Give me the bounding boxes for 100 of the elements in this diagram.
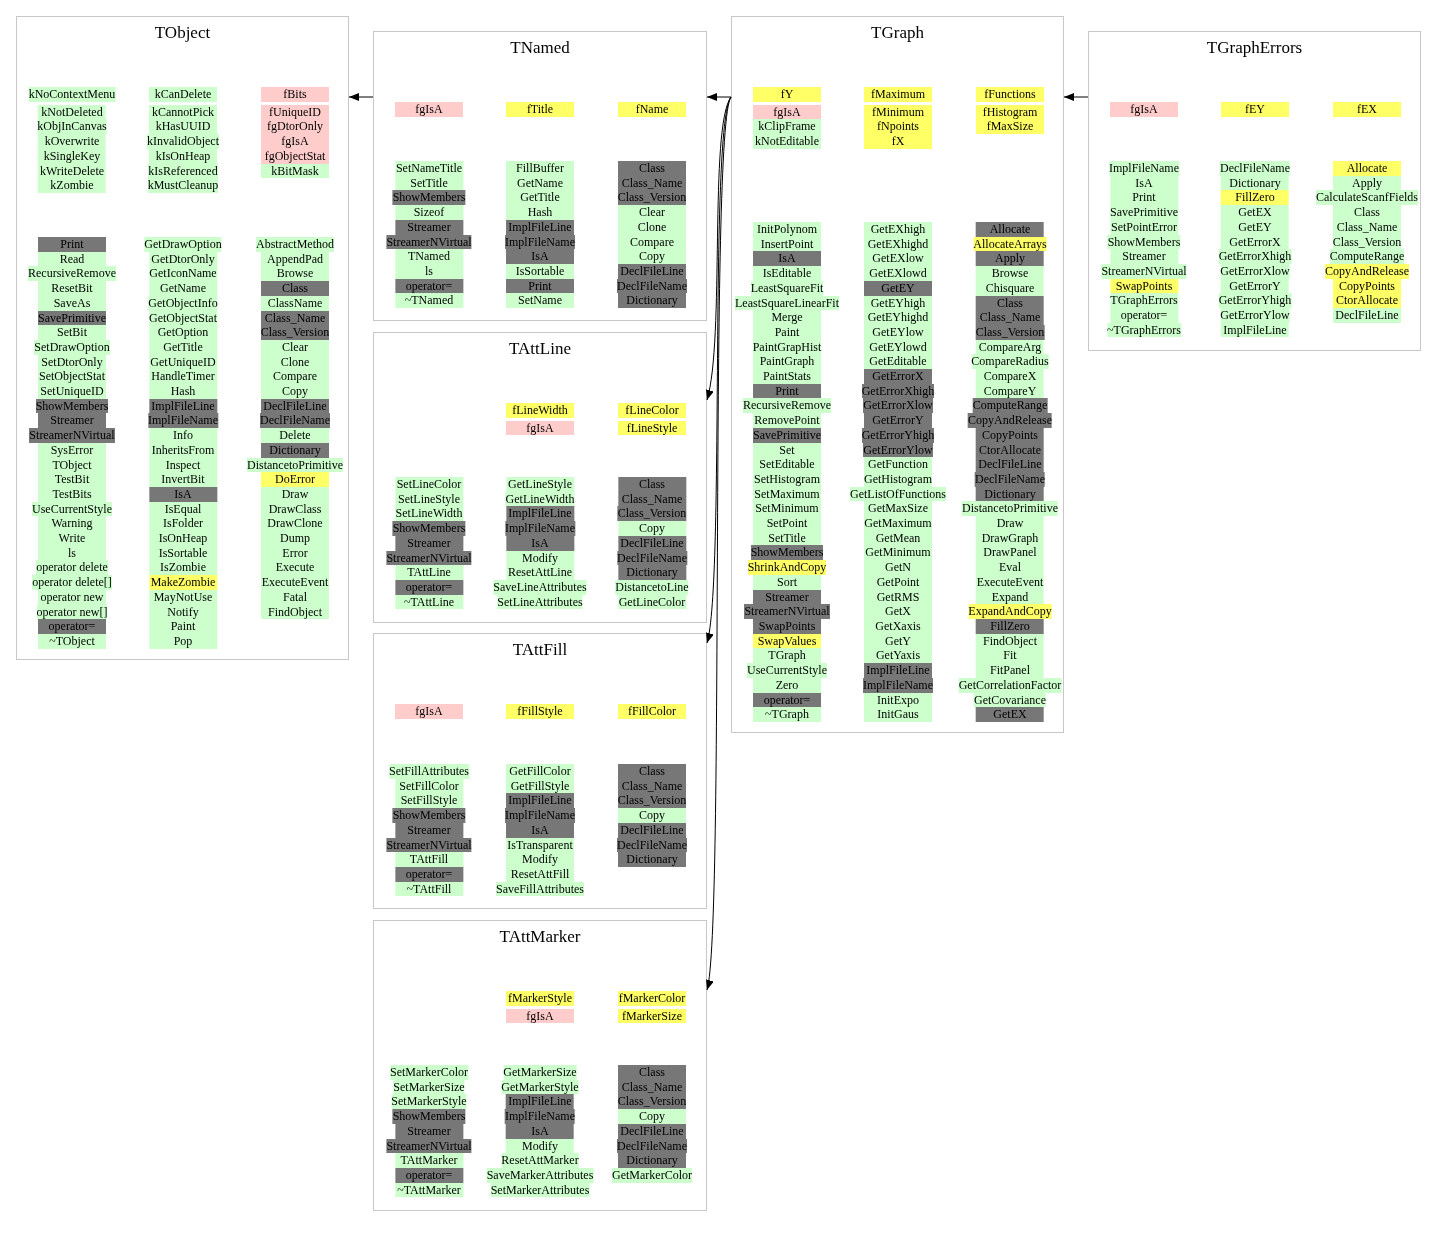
inheritance-arrow <box>704 96 732 991</box>
method-name: IsZombie <box>149 560 217 576</box>
method-name: Sizeof <box>395 205 463 220</box>
method-name: TAttLine <box>395 565 463 580</box>
method-name: CompareX <box>976 369 1044 384</box>
method-name: ResetBit <box>38 281 106 296</box>
inheritance-arrow <box>1063 93 1089 101</box>
method-name: IsFolder <box>149 516 217 532</box>
method-name: Paint <box>149 619 217 634</box>
data-member: fMaxSize <box>976 119 1044 135</box>
data-member: fLineColor <box>618 403 686 418</box>
data-member: fFillStyle <box>506 704 574 719</box>
method-name: Print <box>38 237 106 252</box>
method-name: SavePrimitive <box>1110 205 1178 220</box>
data-member: kZombie <box>38 178 106 193</box>
method-name: GetMaximum <box>864 516 932 531</box>
method-name: TNamed <box>395 249 463 264</box>
method-name: Class_Name <box>976 310 1044 325</box>
method-name: ExecuteEvent <box>261 575 329 590</box>
class-box <box>373 31 707 321</box>
inheritance-arrow <box>348 93 374 101</box>
data-member: fFunctions <box>976 87 1044 102</box>
method-name: Copy <box>261 384 329 399</box>
data-member: kHasUUID <box>149 119 217 135</box>
method-name: ResetAttMarker <box>501 1153 579 1168</box>
method-name: DeclFileLine <box>976 457 1044 472</box>
method-name: Write <box>38 531 106 546</box>
method-name: GetErrorX <box>864 369 932 384</box>
method-name: GetX <box>864 604 932 619</box>
class-title: TObject <box>154 23 211 43</box>
method-name: IsOnHeap <box>149 531 217 546</box>
data-member: fLineStyle <box>618 420 686 436</box>
method-name: RecursiveRemove <box>743 398 831 414</box>
method-name: Copy <box>618 808 686 823</box>
method-name: ShowMembers <box>392 190 466 206</box>
method-name: TestBit <box>38 472 106 487</box>
method-name: ~TNamed <box>395 293 463 309</box>
method-name: Browse <box>261 266 329 282</box>
data-member: fHistogram <box>976 104 1044 120</box>
method-name: DrawClone <box>261 516 329 532</box>
data-member: fgIsA <box>261 134 329 149</box>
method-name: Class <box>618 764 686 779</box>
method-name: Info <box>149 428 217 443</box>
method-name: Streamer <box>1110 249 1178 264</box>
method-name: GetOption <box>149 325 217 340</box>
method-name: GetMinimum <box>864 545 932 561</box>
method-name: InvertBit <box>149 472 217 487</box>
class-box <box>373 332 707 623</box>
data-member: kCanDelete <box>149 87 217 102</box>
method-name: Class <box>618 477 686 492</box>
method-name: SetFillAttributes <box>389 764 469 779</box>
method-name: GetName <box>149 281 217 296</box>
data-member: fName <box>618 102 686 117</box>
class-box <box>16 16 349 660</box>
method-name: StreamerNVirtual <box>744 604 830 619</box>
method-name: ImplFileName <box>1109 161 1179 176</box>
method-name: FillBuffer <box>506 161 574 176</box>
method-name: DeclFileName <box>1220 161 1290 176</box>
method-name: IsEditable <box>753 266 821 281</box>
method-name: ShowMembers <box>392 1109 466 1124</box>
method-name: Merge <box>753 310 821 325</box>
method-name: Class_Version <box>617 190 687 206</box>
method-name: Compare <box>261 369 329 385</box>
method-name: DoError <box>261 472 329 487</box>
method-name: operator= <box>1110 308 1178 323</box>
method-name: SetMinimum <box>753 501 821 517</box>
method-name: GetEXhigh <box>864 222 932 237</box>
method-name: MakeZombie <box>149 575 217 590</box>
method-name: Dictionary <box>618 852 686 867</box>
class-title: TAttMarker <box>499 927 581 947</box>
method-name: Dictionary <box>618 565 686 580</box>
method-name: Fit <box>976 648 1044 664</box>
method-name: AbstractMethod <box>256 237 334 252</box>
class-title: TGraph <box>871 23 924 43</box>
data-member: fMaximum <box>864 87 932 102</box>
method-name: CtorAllocate <box>1333 293 1401 309</box>
class-box <box>731 16 1064 733</box>
class-box <box>373 633 707 909</box>
method-name: GetLineStyle <box>506 477 574 492</box>
method-name: PaintGraph <box>753 354 821 370</box>
method-name: SaveMarkerAttributes <box>486 1167 594 1183</box>
method-name: CopyAndRelease <box>968 413 1052 428</box>
method-name: ImplFileName <box>148 413 218 429</box>
data-member: fMarkerStyle <box>506 991 574 1006</box>
method-name: GetErrorXhigh <box>1218 249 1292 264</box>
method-name: GetListOfFunctions <box>850 486 946 502</box>
class-box <box>373 920 707 1211</box>
method-name: GetEYhighd <box>864 310 932 325</box>
method-name: CalculateScanfFields <box>1316 190 1418 206</box>
method-name: Hash <box>506 205 574 220</box>
method-name: GetCorrelationFactor <box>958 677 1062 693</box>
data-member: fEX <box>1333 102 1401 117</box>
method-name: Modify <box>506 852 574 867</box>
data-member: fBits <box>261 87 329 102</box>
method-name: SetEditable <box>753 457 821 472</box>
method-name: DeclFileName <box>260 413 330 429</box>
data-member: fgIsA <box>753 104 821 120</box>
method-name: DrawPanel <box>976 545 1044 561</box>
method-name: InitGaus <box>864 707 932 722</box>
method-name: SetMarkerColor <box>390 1065 468 1080</box>
